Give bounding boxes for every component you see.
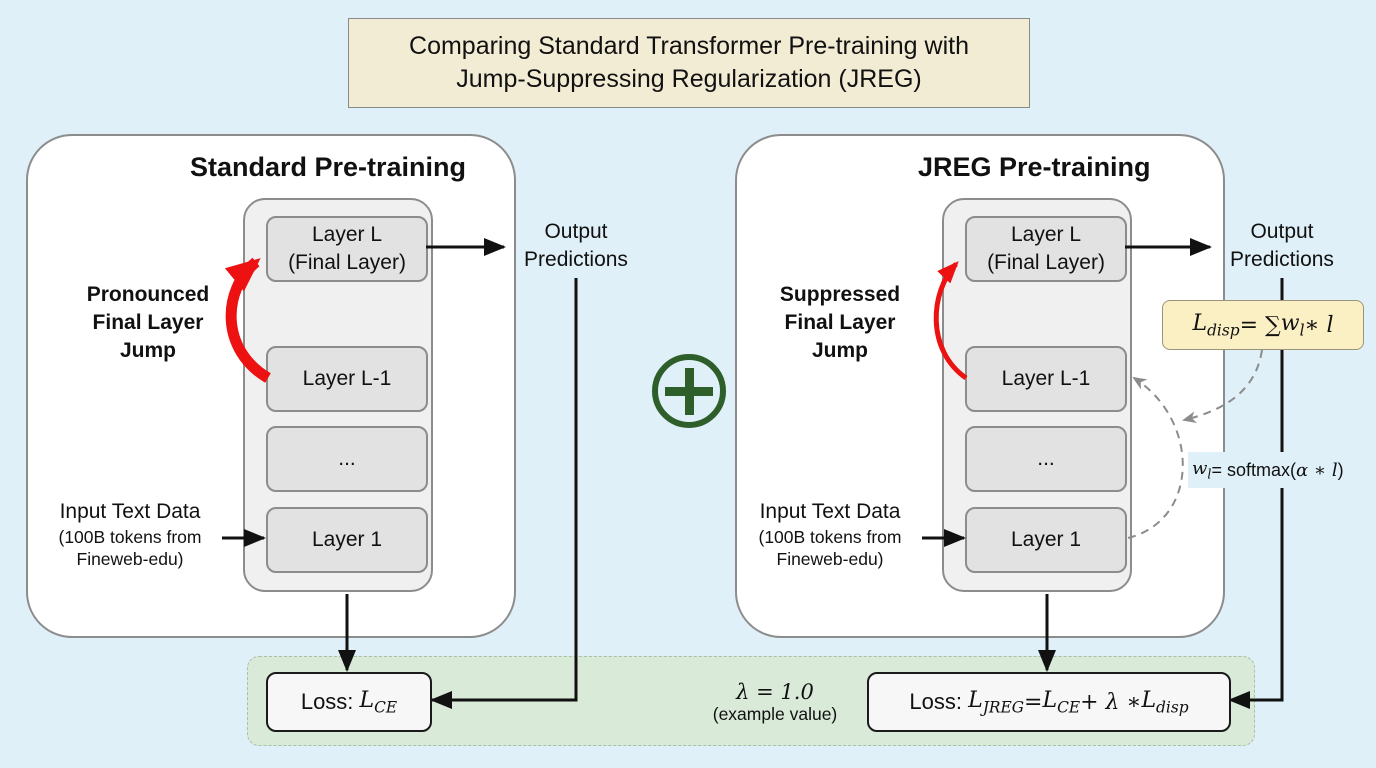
standard-output-to-loss-arrow	[430, 278, 578, 709]
dispersion-loss-formula: Ldisp = ∑ wl ∗ l	[1162, 300, 1364, 350]
layer-label: Layer L-1	[1001, 367, 1091, 390]
jreg-layer-penultimate[interactable]: Layer L-1	[965, 346, 1127, 412]
standard-layer-first[interactable]: Layer 1	[266, 507, 428, 573]
standard-layer-ellipsis[interactable]: ...	[266, 426, 428, 492]
layer-label: ...	[1037, 447, 1055, 470]
layer1-to-penultimate-dashed-arrow	[1127, 376, 1184, 539]
jreg-jump-label: Suppressed Final Layer Jump	[779, 283, 901, 362]
jreg-layer-ellipsis[interactable]: ...	[965, 426, 1127, 492]
layer-label: Layer L	[1010, 223, 1082, 246]
jreg-output-label: Output Predictions	[1230, 220, 1334, 271]
layer-label: Layer 1	[1010, 528, 1082, 551]
lambda-note: (example value)	[712, 704, 838, 724]
layer-label: Layer L-1	[302, 367, 392, 390]
standard-layer-penultimate[interactable]: Layer L-1	[266, 346, 428, 412]
jreg-layer-first[interactable]: Layer 1	[965, 507, 1127, 573]
jreg-input-label: Input Text Data (100B tokens from Finewe…	[758, 500, 902, 569]
jreg-jump-arrow	[933, 261, 968, 381]
standard-output-label: Output Predictions	[524, 220, 628, 271]
lambda-label: λ = 1.0 (example value)	[680, 680, 870, 725]
title-line-2: Jump-Suppressing Regularization (JREG)	[456, 65, 922, 93]
layer-label: Layer L	[311, 223, 383, 246]
plus-circle-icon	[652, 354, 726, 428]
standard-input-label: Input Text Data (100B tokens from Finewe…	[58, 500, 202, 569]
layer-sublabel: (Final Layer)	[987, 251, 1105, 274]
standard-loss-box: Loss: LCE	[266, 672, 432, 732]
jreg-layer-final[interactable]: Layer L (Final Layer)	[965, 216, 1127, 282]
layer-label: ...	[338, 447, 356, 470]
weight-formula-label: wl = softmax( α ∗ l )	[1188, 452, 1348, 488]
jreg-panel-title: JREG Pre-training	[918, 152, 1151, 182]
standard-layer-final[interactable]: Layer L (Final Layer)	[266, 216, 428, 282]
layer-label: Layer 1	[311, 528, 383, 551]
formula-lhs: Ldisp	[1192, 310, 1240, 340]
title-line-1: Comparing Standard Transformer Pre-train…	[409, 32, 969, 60]
jreg-loss-box: Loss: LJREG = LCE + λ ∗ Ldisp	[867, 672, 1231, 732]
standard-panel-title: Standard Pre-training	[190, 152, 467, 182]
jreg-output-to-loss-arrow	[1228, 278, 1284, 709]
standard-jump-label: Pronounced Final Layer Jump	[86, 283, 210, 362]
layer-sublabel: (Final Layer)	[288, 251, 406, 274]
diagram-title: Comparing Standard Transformer Pre-train…	[348, 18, 1030, 108]
standard-jump-arrow	[224, 257, 271, 383]
lambda-value: λ = 1.0	[736, 680, 814, 704]
disp-to-weights-dashed-arrow	[1182, 349, 1263, 424]
